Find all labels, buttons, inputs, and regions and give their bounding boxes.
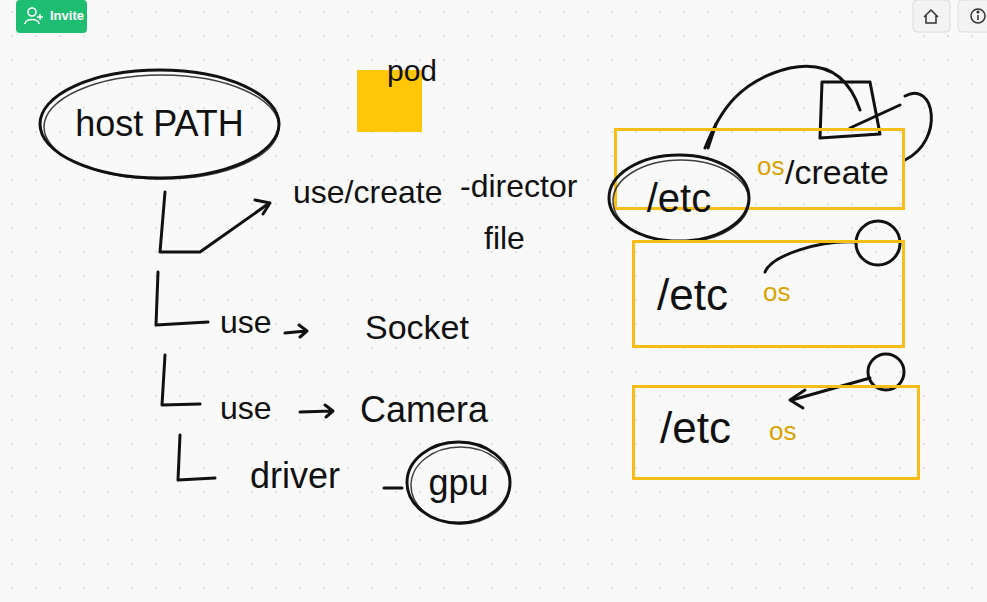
- home-button: [913, 0, 950, 32]
- yellow-box: /etc os: [632, 240, 905, 348]
- branch-line: [156, 272, 208, 325]
- note-text: use/create: [293, 176, 442, 208]
- arrow-head: [255, 200, 270, 214]
- ellipse-node: gpu: [405, 440, 512, 525]
- node-text: /create: [785, 155, 889, 189]
- note-text: Socket: [365, 310, 469, 344]
- node-text: pod: [387, 56, 437, 86]
- node-text: /etc: [660, 406, 731, 450]
- invite-button: [16, 0, 87, 33]
- arrow-head: [790, 390, 805, 408]
- arrow: [285, 325, 307, 337]
- ellipse-stroke: [609, 155, 749, 241]
- pod-square: pod: [357, 70, 422, 132]
- ellipse-stroke: [40, 70, 279, 178]
- branch-line: [160, 192, 268, 252]
- note-text: -director: [460, 170, 577, 202]
- scribble: [850, 105, 900, 128]
- node-text: os: [769, 418, 796, 444]
- ellipse-node: host PATH: [38, 68, 281, 180]
- note-text: file: [484, 222, 525, 254]
- arrow: [300, 405, 333, 417]
- note-text: use: [220, 306, 272, 338]
- note-text: use: [220, 392, 272, 424]
- scribble-circle: [856, 221, 900, 265]
- note-text: Camera: [360, 392, 488, 428]
- button-label: Invite: [50, 9, 84, 22]
- ellipse-stroke: [613, 160, 749, 242]
- ellipse-stroke: [44, 75, 279, 179]
- ellipse-node: /etc: [607, 153, 751, 243]
- note-text: driver: [250, 458, 340, 494]
- home-icon: [924, 10, 938, 23]
- scribble: [905, 93, 931, 160]
- person-icon: [25, 8, 43, 24]
- node-text: /etc: [647, 178, 711, 218]
- node-text: gpu: [428, 465, 488, 501]
- branch-line: [178, 435, 215, 480]
- node-text: /etc: [657, 273, 728, 317]
- yellow-box: /etcos/create: [614, 128, 905, 210]
- ellipse-stroke: [407, 442, 510, 523]
- branch-line: [162, 355, 200, 405]
- info-icon: [971, 9, 985, 23]
- info-button: [958, 0, 987, 32]
- ellipse-stroke: [411, 447, 510, 524]
- leader-line: [792, 378, 870, 400]
- yellow-box: /etc os: [632, 385, 920, 480]
- node-text: host PATH: [75, 106, 244, 142]
- dash: [384, 487, 402, 490]
- node-text: os: [763, 279, 790, 305]
- node-text: os: [757, 153, 784, 179]
- leader-line: [765, 242, 856, 272]
